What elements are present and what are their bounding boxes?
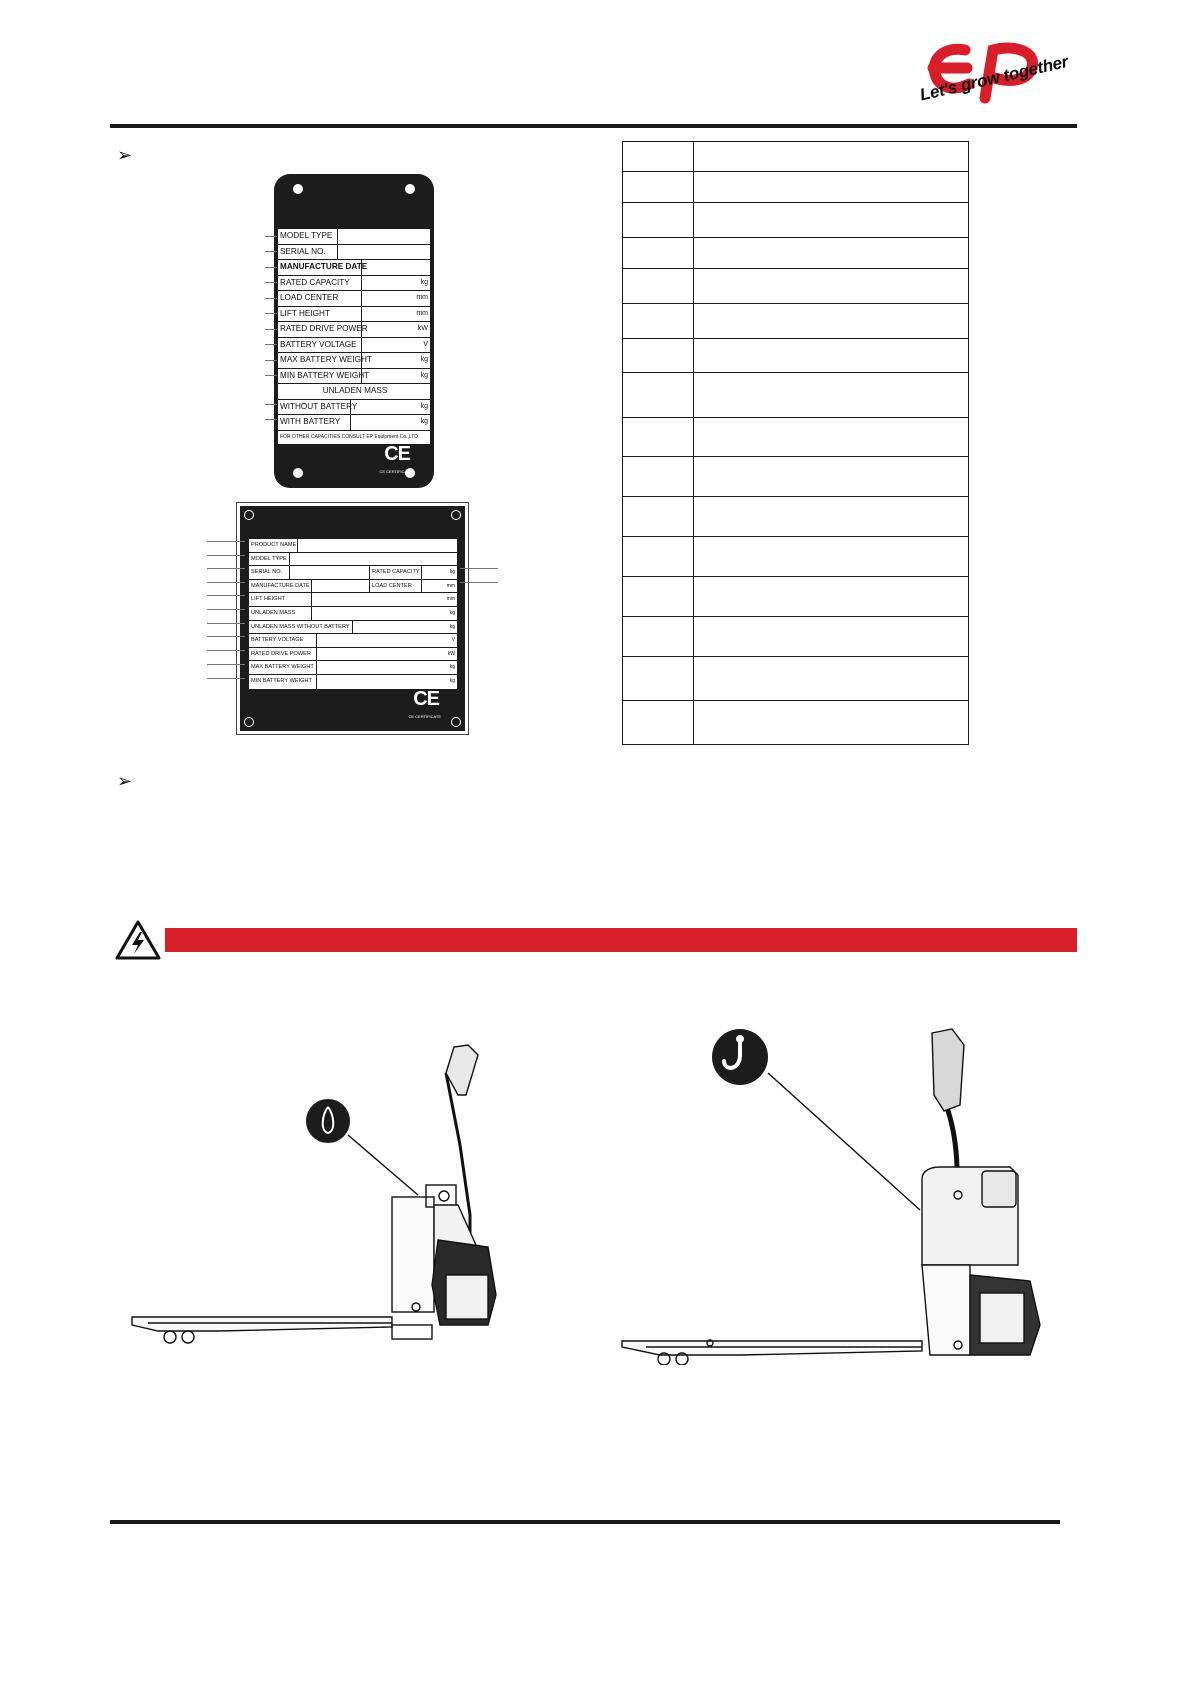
ep-logo (927, 42, 1038, 104)
table-row (622, 656, 969, 701)
nameplate-body: PRODUCT NAME MODEL TYPE SERIAL NO.RATED … (240, 506, 465, 731)
ce-mark: CE (384, 443, 411, 465)
callout-line (265, 329, 277, 330)
nameplate-square: PRODUCT NAME MODEL TYPE SERIAL NO.RATED … (236, 502, 469, 735)
callout-line (207, 636, 245, 637)
mounting-hole (405, 468, 415, 478)
mounting-hole (244, 510, 254, 520)
callout-line (460, 568, 498, 569)
callout-line (265, 375, 277, 376)
nameplate-table: MODEL TYPE SERIAL NO. MANUFACTURE DATE R… (277, 228, 431, 445)
nameplate-legend-table (622, 141, 969, 745)
nameplate-table: PRODUCT NAME MODEL TYPE SERIAL NO.RATED … (248, 538, 458, 690)
table-row (622, 202, 969, 238)
callout-line (265, 360, 277, 361)
nameplate-vertical: MODEL TYPE SERIAL NO. MANUFACTURE DATE R… (274, 174, 434, 488)
callout-line (265, 419, 277, 420)
callout-line (265, 344, 277, 345)
lifting-point-icon (306, 1099, 350, 1143)
table-row (622, 338, 969, 373)
electric-hazard-icon (115, 920, 161, 960)
table-row (622, 456, 969, 497)
ce-caption: CE CERTIFICATE (408, 714, 441, 719)
callout-line (207, 555, 245, 556)
table-row (622, 496, 969, 537)
table-row (622, 237, 969, 269)
nameplate-section: UNLADEN MASS (278, 384, 430, 400)
pallet-truck-large-side-view (621, 1028, 1041, 1365)
callout-line (207, 595, 245, 596)
warning-bar (165, 928, 1077, 952)
ce-caption: CE CERTIFICATE (379, 469, 412, 474)
callout-line (207, 582, 245, 583)
nameplate-footer: FOR OTHER CAPACITIES CONSULT EP Equipmen… (280, 433, 420, 440)
callout-line (265, 236, 277, 237)
nameplate-row: PRODUCT NAME (249, 539, 457, 553)
callout-line (265, 251, 277, 252)
callout-line (265, 282, 277, 283)
callout-line (460, 582, 498, 583)
callout-line (265, 267, 277, 268)
mounting-hole (451, 510, 461, 520)
callout-line (207, 678, 245, 679)
table-row (622, 417, 969, 457)
callout-line (207, 650, 245, 651)
table-row (622, 141, 969, 172)
callout-line (265, 298, 277, 299)
arrow-bullet-icon: ➢ (117, 145, 133, 165)
mounting-hole (405, 184, 415, 194)
table-row (622, 171, 969, 203)
pallet-truck-side-view (131, 1044, 497, 1344)
mounting-hole (451, 717, 461, 727)
callout-line (207, 541, 245, 542)
table-row (622, 700, 969, 745)
callout-line (207, 568, 245, 569)
table-row (622, 536, 969, 577)
ce-mark: CE (413, 688, 440, 710)
table-row (622, 303, 969, 339)
table-row (622, 268, 969, 304)
callout-line (207, 623, 245, 624)
mounting-hole (293, 468, 303, 478)
table-row (622, 576, 969, 617)
table-row (622, 372, 969, 418)
callout-line (265, 404, 277, 405)
mounting-hole (244, 717, 254, 727)
callout-line (265, 313, 277, 314)
table-row (622, 616, 969, 657)
callout-line (207, 664, 245, 665)
nameplate-row: MODEL TYPE (278, 229, 430, 245)
callout-line (207, 609, 245, 610)
header-rule (110, 124, 1077, 128)
nameplate-row: SERIAL NO. (278, 244, 430, 260)
arrow-bullet-icon: ➢ (117, 771, 133, 791)
nameplate-row: MODEL TYPE (249, 552, 457, 567)
mounting-hole (293, 184, 303, 194)
nameplate-row: MANUFACTURE DATE (278, 260, 430, 276)
footer-rule (110, 1520, 1060, 1524)
